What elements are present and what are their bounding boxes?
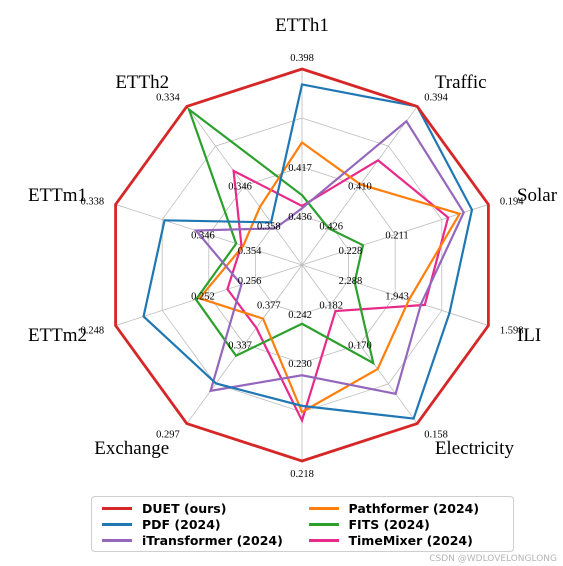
- legend-label: PDF (2024): [142, 516, 221, 532]
- tick-label-ili-1: 2.288: [339, 276, 363, 287]
- outer-label-exchange: 0.297: [156, 429, 180, 440]
- axis-label-electricity: Electricity: [435, 438, 515, 459]
- tick-label-traffic-1: 0.426: [319, 221, 343, 232]
- series-duet-ours: [114, 67, 490, 463]
- axis-label-etth2: ETTh2: [115, 72, 169, 93]
- series-pdf-2024: [142, 83, 474, 420]
- legend-item: PDF (2024): [102, 516, 299, 532]
- outer-label-ettm2: 0.248: [81, 325, 105, 336]
- tick-label-solar-2: 0.211: [385, 231, 408, 242]
- tick-label-weather-1: 0.242: [288, 310, 312, 321]
- series-pathformer-2024: [197, 140, 462, 414]
- series-timemixer-2024: [226, 158, 450, 424]
- outer-label-traffic: 0.394: [424, 93, 448, 104]
- legend-label: FITS (2024): [348, 516, 430, 532]
- outer-label-weather: 0.218: [290, 469, 314, 480]
- legend-swatch: [102, 522, 132, 526]
- tick-label-ettm2-2: 0.252: [191, 291, 215, 302]
- tick-label-ili-2: 1.943: [385, 291, 409, 302]
- radar-chart: 0.436 0.417 0.398 ETTh1 0.426 0.410 0.394Traff…: [28, 15, 558, 480]
- legend-swatch: [102, 506, 132, 510]
- outer-label-ettm1: 0.338: [81, 197, 105, 208]
- legend-item: DUET (ours): [102, 500, 299, 516]
- outer-label-electricity: 0.158: [424, 429, 448, 440]
- legend-label: TimeMixer (2024): [348, 532, 473, 548]
- tick-label-weather-2: 0.230: [288, 359, 312, 370]
- axis-label-exchange: Exchange: [94, 438, 169, 459]
- legend-label: iTransformer (2024): [142, 532, 283, 548]
- legend-label: DUET (ours): [142, 500, 227, 516]
- outer-label-etth1: 0.398: [290, 53, 314, 64]
- spoke-electricity: [301, 264, 418, 424]
- legend-swatch: [102, 538, 132, 542]
- axis-label-traffic: Traffic: [435, 72, 487, 93]
- tick-label-traffic-2: 0.410: [348, 182, 372, 193]
- series-fits-2024: [186, 106, 375, 366]
- axis-label-ettm1: ETTm1: [28, 185, 87, 206]
- axis-label-solar: Solar: [517, 185, 558, 206]
- tick-label-solar-1: 0.228: [339, 246, 363, 257]
- tick-label-ettm2-1: 0.256: [238, 276, 262, 287]
- legend-swatch: [308, 522, 339, 526]
- spoke-ettm2: [115, 264, 303, 326]
- spoke-exchange: [186, 264, 303, 424]
- spoke-ettm1: [115, 204, 303, 266]
- tick-label-exchange-2: 0.337: [228, 340, 252, 351]
- spoke-etth2: [186, 106, 303, 266]
- outer-label-solar: 0.194: [500, 197, 524, 208]
- tick-label-electricity-1: 0.182: [319, 301, 343, 312]
- series-itransformer-2024: [193, 119, 465, 396]
- spoke-ili: [301, 264, 489, 326]
- outer-label-etth2: 0.334: [156, 93, 180, 104]
- tick-label-ettm1-2: 0.346: [191, 231, 215, 242]
- tick-label-etth2-2: 0.346: [228, 182, 252, 193]
- tick-label-ettm1-1: 0.354: [238, 246, 262, 257]
- legend-item: FITS (2024): [308, 516, 506, 532]
- legend-item: TimeMixer (2024): [308, 532, 506, 548]
- axis-label-ili: ILI: [517, 325, 541, 346]
- legend: DUET (ours) Pathformer (2024) PDF (2024) FI…: [91, 496, 514, 552]
- tick-label-etth1-1: 0.436: [288, 212, 312, 223]
- spoke-traffic: [301, 106, 418, 266]
- tick-label-exchange-1: 0.377: [257, 301, 281, 312]
- legend-label: Pathformer (2024): [348, 500, 480, 516]
- outer-label-ili: 1.598: [500, 325, 524, 336]
- legend-swatch: [308, 506, 339, 510]
- watermark: CSDN @WDLOVELONGLONG: [429, 554, 557, 564]
- spoke-solar: [301, 204, 489, 266]
- tick-label-etth2-1: 0.358: [257, 221, 281, 232]
- legend-item: Pathformer (2024): [308, 500, 506, 516]
- axis-label-etth1: ETTh1: [275, 15, 329, 36]
- tick-label-electricity-2: 0.170: [348, 340, 372, 351]
- axis-label-ettm2: ETTm2: [28, 325, 87, 346]
- tick-label-etth1-2: 0.417: [288, 163, 312, 174]
- legend-swatch: [308, 538, 339, 542]
- legend-item: iTransformer (2024): [102, 532, 299, 548]
